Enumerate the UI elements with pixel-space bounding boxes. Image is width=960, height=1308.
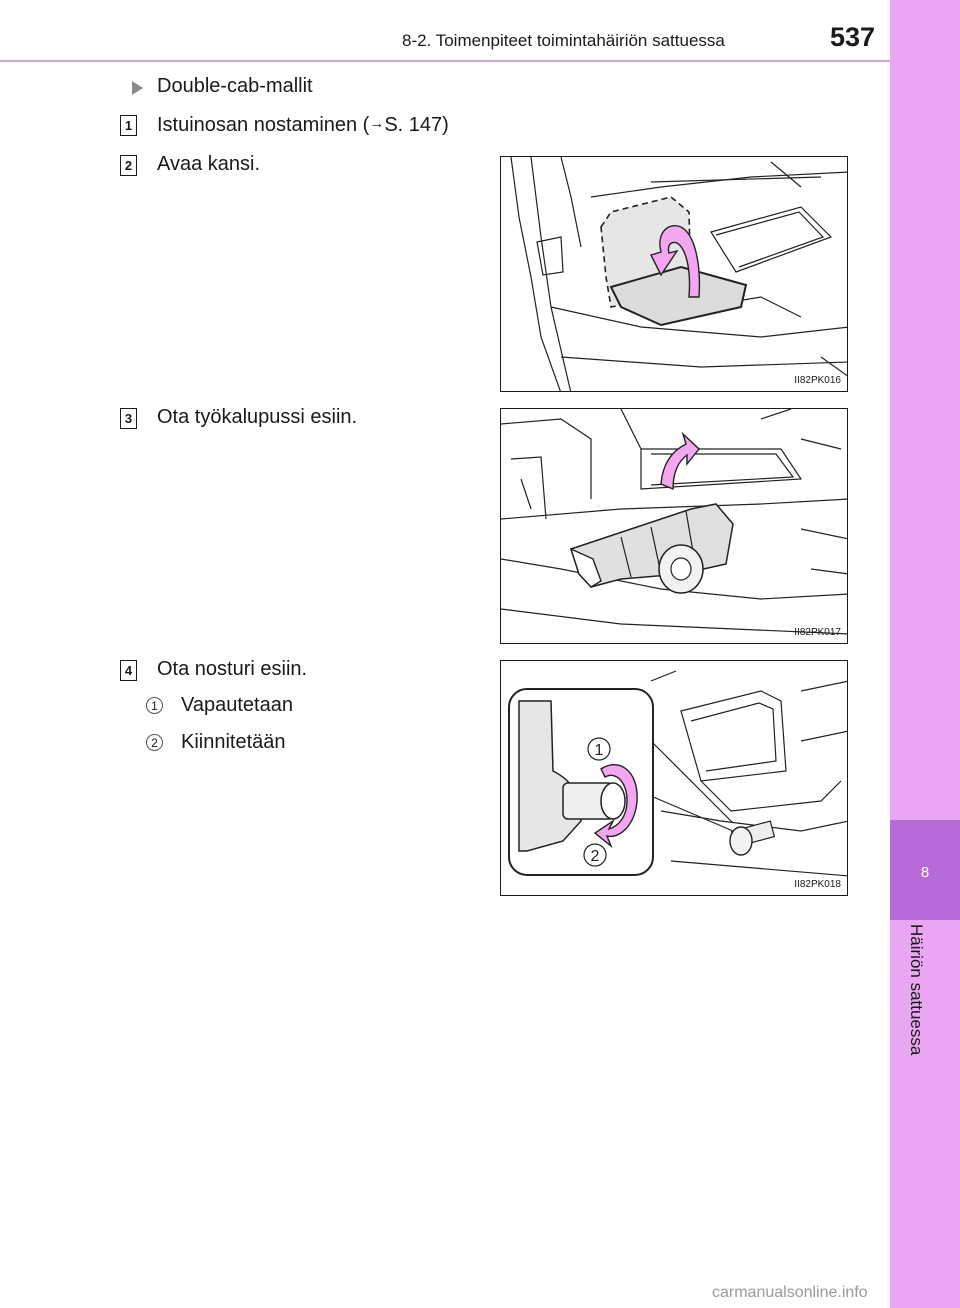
illustration-jack: 1 2 <box>508 670 847 877</box>
substep-number-2: 2 <box>146 734 163 751</box>
substep-number-1: 1 <box>146 697 163 714</box>
watermark: carmanualsonline.info <box>712 1284 868 1301</box>
step-1-text-after: S. 147) <box>384 114 449 136</box>
chapter-sidebar <box>890 0 960 1308</box>
chapter-tab[interactable]: 8 <box>890 820 960 920</box>
step-2-text: Avaa kansi. <box>157 153 261 175</box>
substep-1-text: Vapautetaan <box>181 694 293 716</box>
callout-2: 2 <box>591 848 600 865</box>
step-badge-4: 4 <box>120 660 137 681</box>
header-rule <box>0 60 890 62</box>
page-number: 537 <box>830 22 876 52</box>
page-header: 8-2. Toimenpiteet toimintahäiriön sattue… <box>0 0 890 62</box>
step-badge-1: 1 <box>120 115 137 136</box>
figure-code: II82PK017 <box>794 627 841 638</box>
arrow-right-icon: → <box>369 115 385 132</box>
section-title: 8-2. Toimenpiteet toimintahäiriön sattue… <box>402 31 725 50</box>
bullet-triangle-icon <box>132 81 143 95</box>
step-4-text: Ota nosturi esiin. <box>157 658 308 680</box>
step-1-text-before: Istuinosan nostaminen ( <box>157 114 370 136</box>
model-heading: Double-cab-mallit <box>157 75 313 97</box>
illustration-tool-bag <box>501 409 847 635</box>
step-1-text: Istuinosan nostaminen (→S. 147) <box>157 114 449 137</box>
figure-code: II82PK016 <box>794 375 841 386</box>
chapter-title: Häiriön sattuessa <box>907 924 926 1056</box>
illustration-open-cover <box>510 157 847 391</box>
substep-2-text: Kiinnitetään <box>181 731 286 753</box>
figure-open-cover: II82PK016 <box>500 156 848 392</box>
figure-jack: 1 2 II82PK018 <box>500 660 848 896</box>
callout-1: 1 <box>595 742 604 759</box>
chapter-number: 8 <box>920 864 930 881</box>
step-3-text: Ota työkalupussi esiin. <box>157 406 358 428</box>
figure-tool-bag: II82PK017 <box>500 408 848 644</box>
step-badge-2: 2 <box>120 155 137 176</box>
step-badge-3: 3 <box>120 408 137 429</box>
figure-code: II82PK018 <box>794 879 841 890</box>
